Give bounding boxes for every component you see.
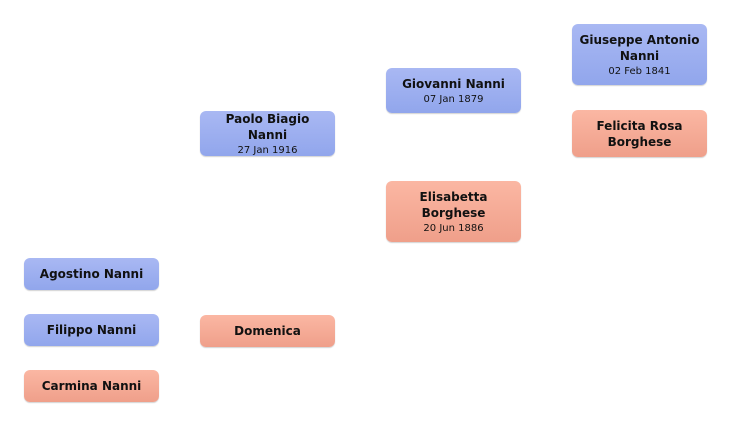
person-birth-date: 20 Jun 1886 (423, 222, 484, 234)
person-card-giuseppe-antonio-nanni[interactable]: Giuseppe Antonio Nanni 02 Feb 1841 (572, 24, 707, 85)
person-card-carmina-nanni[interactable]: Carmina Nanni (24, 370, 159, 402)
person-card-filippo-nanni[interactable]: Filippo Nanni (24, 314, 159, 346)
person-name: Giovanni Nanni (402, 76, 505, 91)
person-name: Elisabetta Borghese (419, 189, 488, 220)
person-name: Felicita Rosa Borghese (596, 118, 683, 149)
person-birth-date: 07 Jan 1879 (423, 93, 484, 105)
person-card-felicita-rosa-borghese[interactable]: Felicita Rosa Borghese (572, 110, 707, 157)
person-name: Domenica (234, 324, 301, 338)
person-name: Paolo Biagio Nanni (225, 111, 310, 142)
person-card-domenica[interactable]: Domenica (200, 315, 335, 347)
person-card-paolo-biagio-nanni[interactable]: Paolo Biagio Nanni 27 Jan 1916 (200, 111, 335, 156)
person-card-giovanni-nanni[interactable]: Giovanni Nanni 07 Jan 1879 (386, 68, 521, 113)
person-card-agostino-nanni[interactable]: Agostino Nanni (24, 258, 159, 290)
person-name: Carmina Nanni (41, 379, 142, 393)
person-card-elisabetta-borghese[interactable]: Elisabetta Borghese 20 Jun 1886 (386, 181, 521, 242)
person-name: Agostino Nanni (39, 267, 144, 281)
person-name: Filippo Nanni (46, 323, 137, 337)
person-birth-date: 02 Feb 1841 (608, 65, 671, 77)
person-name: Giuseppe Antonio Nanni (579, 32, 700, 63)
person-birth-date: 27 Jan 1916 (237, 144, 298, 156)
